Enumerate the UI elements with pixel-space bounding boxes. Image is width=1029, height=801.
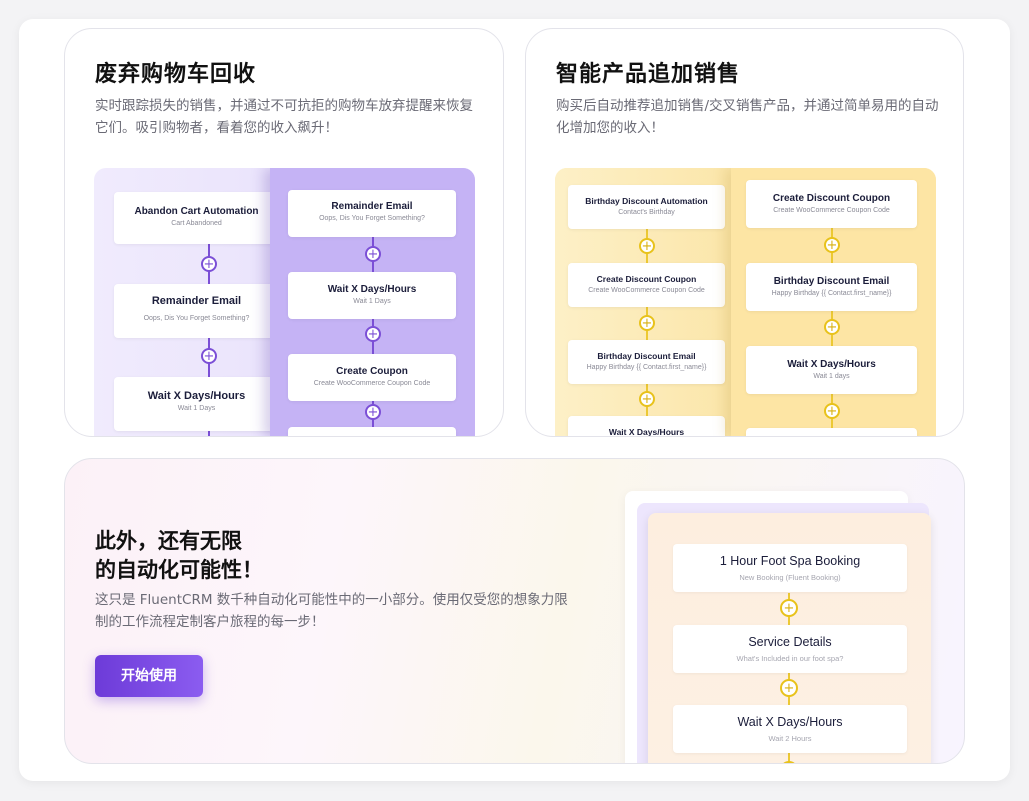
plus-circle-icon: + — [639, 315, 655, 331]
workflow-node: Birthday Discount Automation Contact's B… — [568, 185, 725, 229]
workflow-panel: Create Discount Coupon Create WooCommerc… — [731, 168, 936, 436]
workflow-node: Wait X Days/Hours Wait 1 days — [746, 346, 917, 394]
card-title: 废弃购物车回收 — [95, 62, 257, 87]
workflow-node — [746, 428, 917, 436]
workflow-node: Wait X Days/Hours Wait 1 Days — [114, 377, 279, 431]
plus-circle-icon: + — [639, 238, 655, 254]
abandoned-cart-card: 废弃购物车回收 实时跟踪损失的销售，并通过不可抗拒的购物车放弃提醒来恢复它们。吸… — [64, 28, 504, 437]
workflow-node: Create Coupon Create WooCommerce Coupon … — [288, 354, 456, 401]
workflow-node: Wait X Days/Hours Wait 1 Days — [288, 272, 456, 319]
workflow-node: Create Discount Coupon Create WooCommerc… — [746, 180, 917, 228]
upsell-workflow-preview: Birthday Discount Automation Contact's B… — [555, 168, 936, 436]
get-started-button[interactable]: 开始使用 — [95, 655, 203, 697]
plus-circle-icon: + — [365, 326, 381, 342]
plus-circle-icon: + — [780, 761, 798, 763]
workflow-node: Wait X Days/Hours — [568, 416, 725, 436]
workflow-node: Birthday Discount Email Happy Birthday {… — [746, 263, 917, 311]
plus-circle-icon: + — [639, 391, 655, 407]
workflow-node: Create Discount Coupon Create WooCommerc… — [568, 263, 725, 307]
section-description: 这只是 FluentCRM 数千种自动化可能性中的一小部分。使用仅受您的想象力限… — [95, 592, 568, 630]
card-description: 购买后自动推荐追加销售/交叉销售产品，并通过简单易用的自动化增加您的收入！ — [556, 98, 939, 136]
plus-circle-icon: + — [780, 679, 798, 697]
workflow-node: Abandon Cart Automation Cart Abandoned — [114, 192, 279, 244]
workflow-panel: Birthday Discount Automation Contact's B… — [555, 168, 731, 436]
plus-circle-icon: + — [780, 599, 798, 617]
workflow-node: Birthday Discount Email Happy Birthday {… — [568, 340, 725, 384]
card-title: 智能产品追加销售 — [556, 62, 741, 87]
abandoned-cart-workflow-preview: Abandon Cart Automation Cart Abandoned +… — [94, 168, 475, 436]
workflow-node: Remainder Email Oops, Dis You Forget Som… — [114, 284, 279, 338]
plus-circle-icon: + — [824, 237, 840, 253]
workflow-node: 1 Hour Foot Spa Booking New Booking (Flu… — [673, 544, 907, 592]
workflow-node: Service Details What's Included in our f… — [673, 625, 907, 673]
plus-circle-icon: + — [201, 348, 217, 364]
plus-circle-icon: + — [824, 403, 840, 419]
booking-workflow-preview: 1 Hour Foot Spa Booking New Booking (Flu… — [648, 513, 931, 763]
section-title: 此外，还有无限 的自动化可能性！ — [95, 529, 263, 582]
plus-circle-icon: + — [824, 319, 840, 335]
workflow-node: Wait X Days/Hours Wait 2 Hours — [673, 705, 907, 753]
plus-circle-icon: + — [201, 256, 217, 272]
card-description: 实时跟踪损失的销售，并通过不可抗拒的购物车放弃提醒来恢复它们。吸引购物者，看着您… — [95, 98, 473, 136]
workflow-node: Remainder Email Oops, Dis You Forget Som… — [288, 190, 456, 237]
upsell-card: 智能产品追加销售 购买后自动推荐追加销售/交叉销售产品，并通过简单易用的自动化增… — [525, 28, 964, 437]
workflow-panel: Remainder Email Oops, Dis You Forget Som… — [270, 168, 475, 436]
unlimited-automation-card: 此外，还有无限 的自动化可能性！ 这只是 FluentCRM 数千种自动化可能性… — [64, 458, 965, 764]
workflow-node — [288, 427, 456, 436]
plus-circle-icon: + — [365, 246, 381, 262]
plus-circle-icon: + — [365, 404, 381, 420]
